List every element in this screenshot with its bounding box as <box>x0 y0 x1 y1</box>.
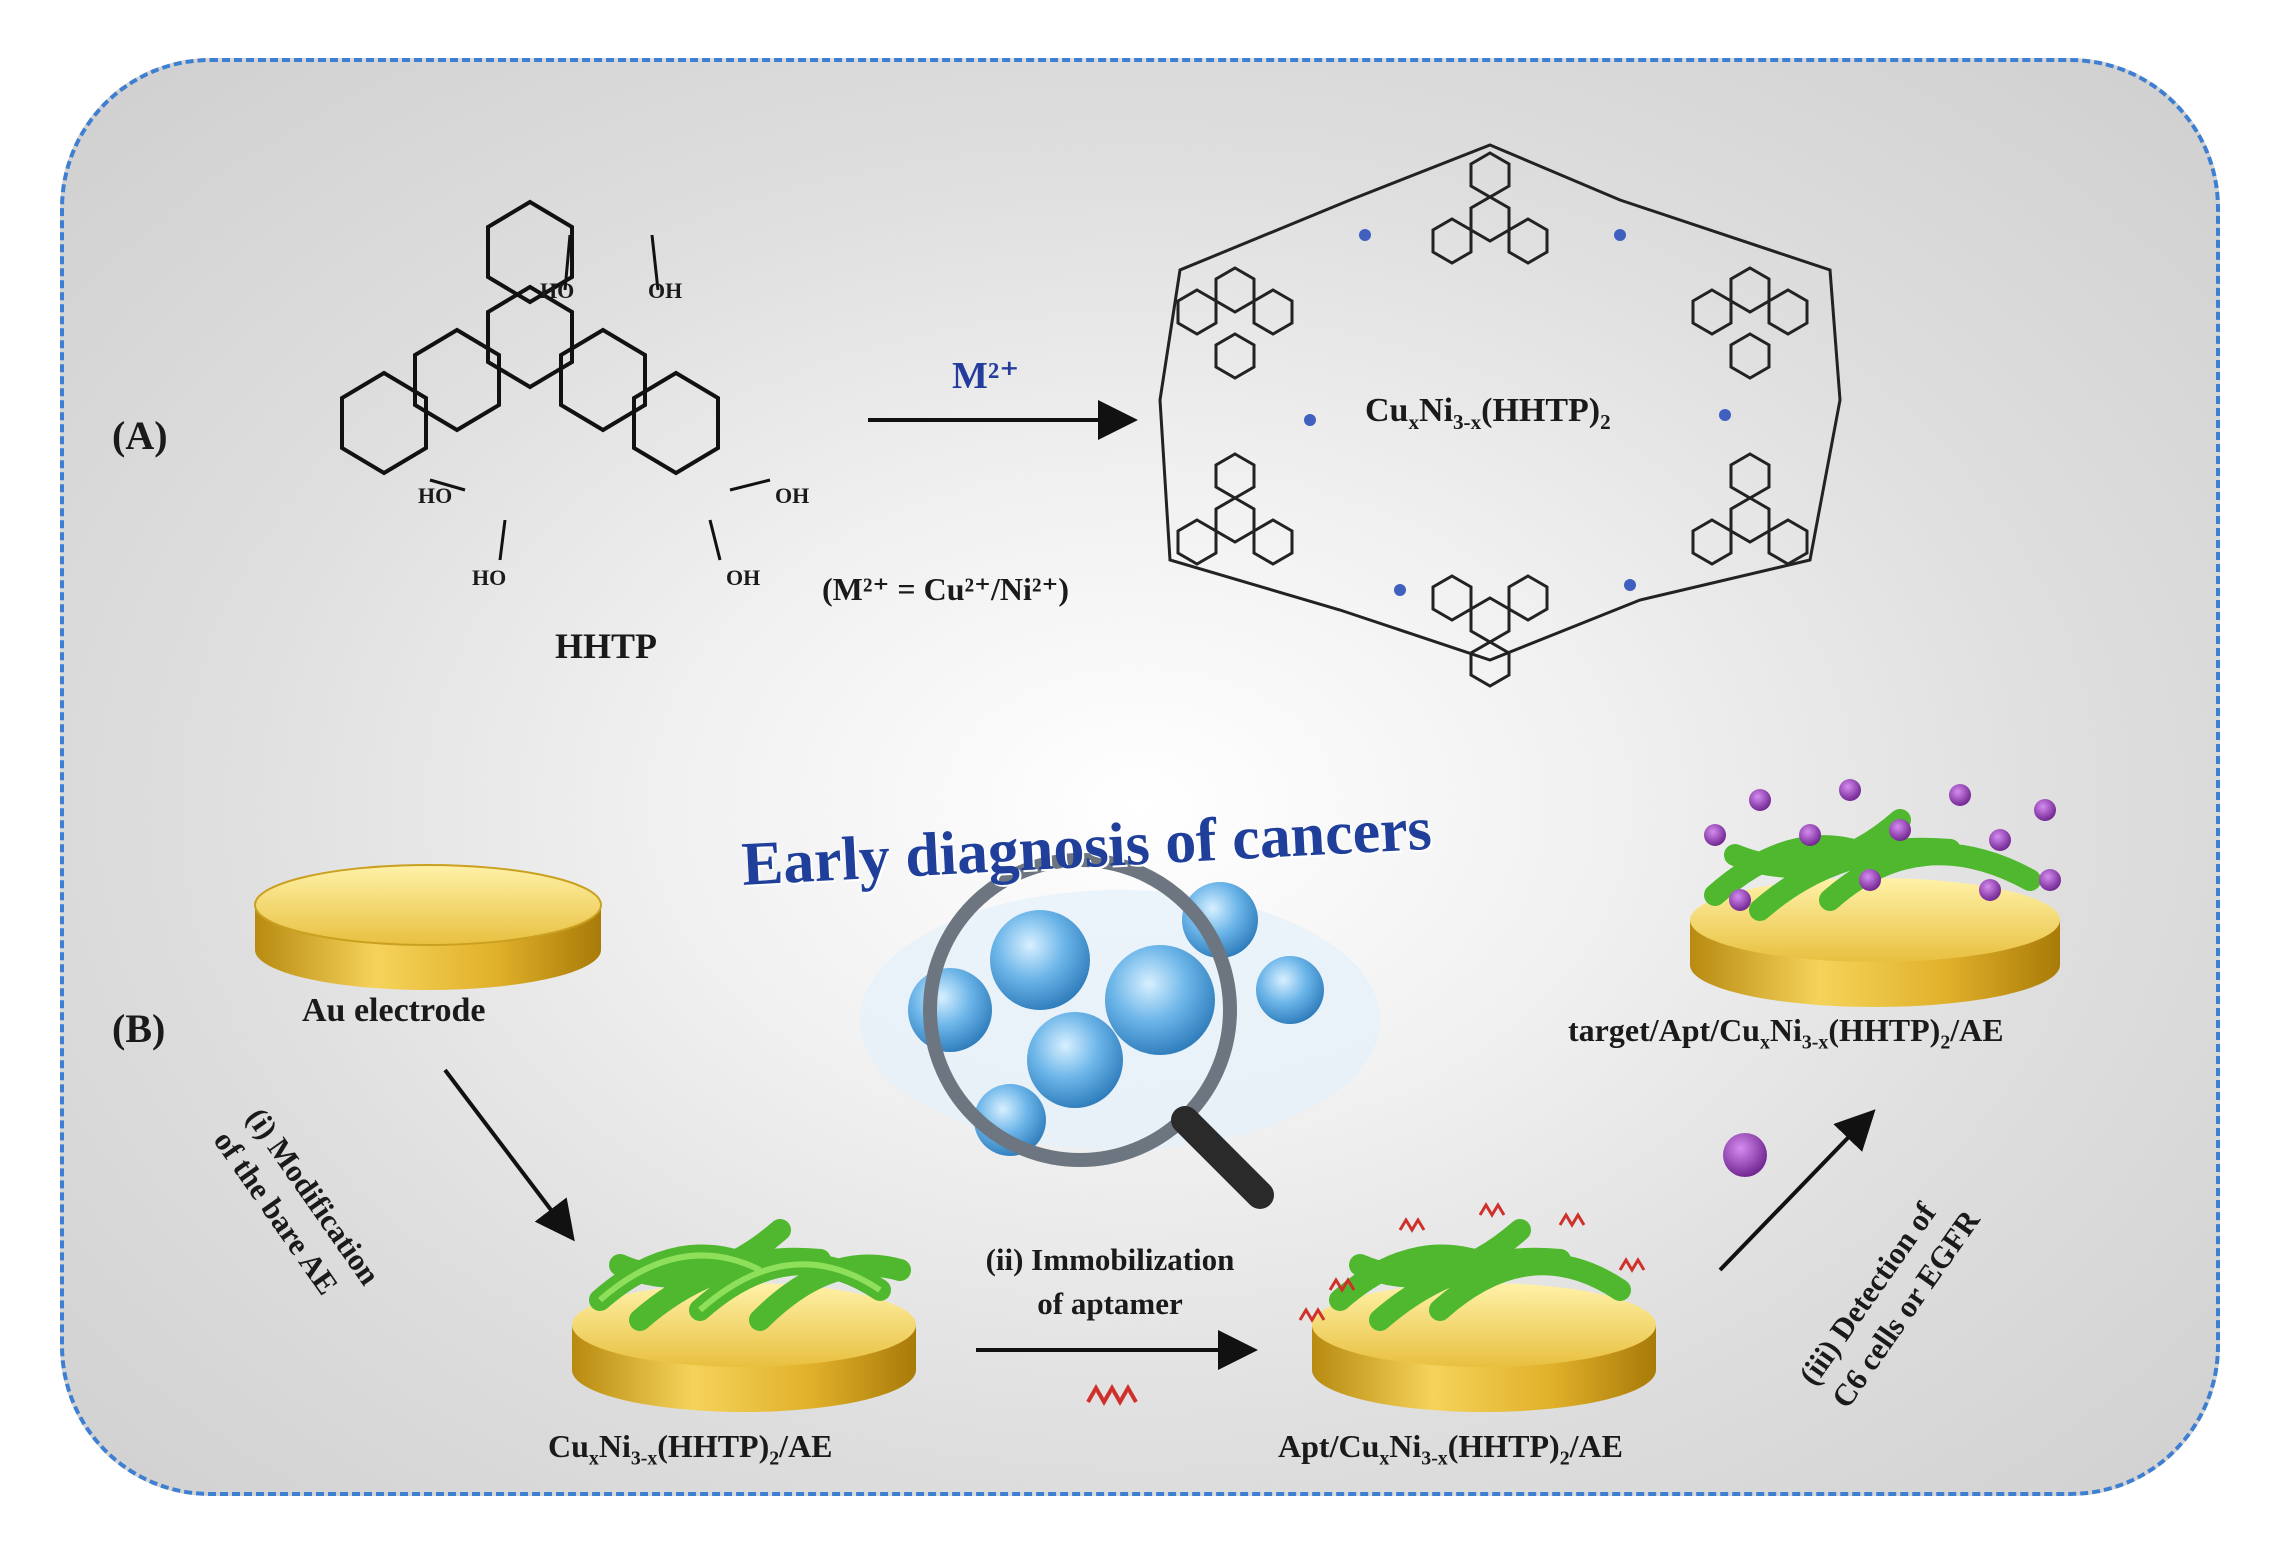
monomer-group-2: OH <box>648 278 683 303</box>
monomer-group-3: HO <box>418 483 453 508</box>
step1-arrow <box>443 1068 575 1242</box>
step2-line1: (ii) Immobilization <box>985 1242 1235 1277</box>
product-formula: CuxNi3-x(HHTP)2 <box>1365 392 1611 434</box>
monomer-group-4: OH <box>775 483 810 508</box>
aptamer-icon <box>1086 1383 1138 1407</box>
target-electrode-label: target/Apt/CuxNi3-x(HHTP)2/AE <box>1568 1012 2004 1054</box>
monomer-group-5: HO <box>472 565 507 590</box>
reagent-note: (M²⁺ = Cu²⁺/Ni²⁺) <box>822 571 1069 607</box>
monomer-group-1: HO <box>540 278 575 303</box>
apt-electrode-label: Apt/CuxNi3-x(HHTP)2/AE <box>1278 1428 1623 1470</box>
step2-text: (ii) Immobilization of aptamer <box>960 1238 1260 1326</box>
bare-au-electrode <box>254 864 602 990</box>
magnifier-illustration <box>860 853 1380 1209</box>
bare-electrode-label: Au electrode <box>302 992 486 1029</box>
target-electrode <box>1690 779 2061 1007</box>
aptamer-electrode <box>1298 1202 1656 1412</box>
hhtp-structure <box>340 199 771 561</box>
mof-framework <box>1158 143 1842 688</box>
mof-modified-electrode <box>572 1219 916 1412</box>
monomer-name: HHTP <box>555 626 658 666</box>
figure-frame <box>60 58 2220 1496</box>
step2-line2: of aptamer <box>1037 1286 1183 1321</box>
reagent-label: M²⁺ <box>952 355 1020 397</box>
modified-electrode-label: CuxNi3-x(HHTP)2/AE <box>548 1428 833 1470</box>
monomer-group-6: OH <box>726 565 761 590</box>
panel-b-label: (B) <box>112 1006 166 1051</box>
target-cell-icon <box>1723 1133 1767 1177</box>
panel-a-label: (A) <box>112 413 168 458</box>
step3-arrow <box>1718 1109 1876 1272</box>
